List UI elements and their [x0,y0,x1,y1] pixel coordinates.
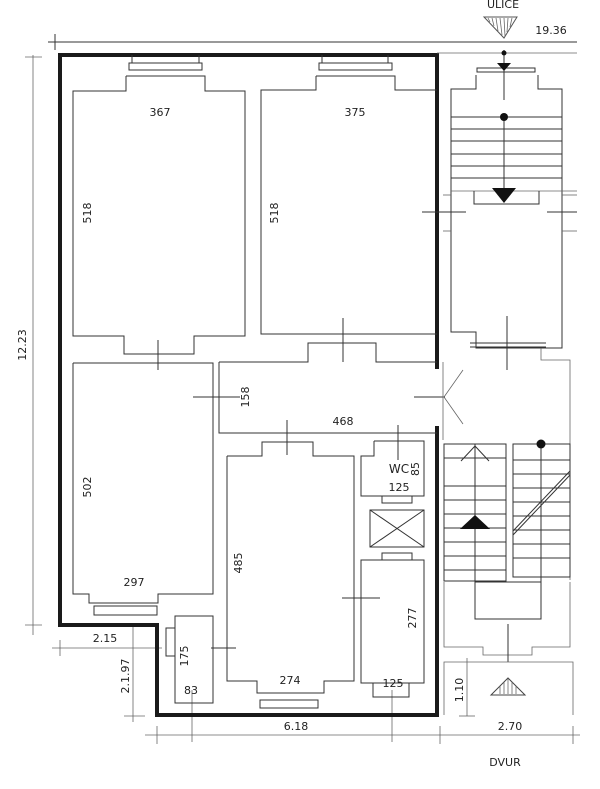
hall-depth-label: 158 [239,387,252,408]
stair-arrow-down-icon [497,63,511,71]
rooms [72,50,577,715]
stair-arrow-up-icon [460,515,490,529]
street-entrance-arrow-icon [482,16,518,39]
stair-arrow-down-icon [492,188,516,203]
room4-width-label: 274 [280,674,301,687]
room2-width-label: 375 [345,106,366,119]
room2-depth-label: 518 [268,203,281,224]
stair-start-dot-icon [536,439,546,449]
dim-270-label: 2.70 [498,720,523,733]
wc-width-label: 125 [389,481,410,494]
wc-label: WC [389,462,409,476]
courtyard-label: DVUR [489,756,521,769]
small-room-depth-label: 175 [178,646,191,667]
room3-width-label: 297 [124,576,145,589]
room1-width-label: 367 [150,106,171,119]
dim-618-label: 6.18 [284,720,309,733]
room4-depth-label: 485 [232,553,245,574]
street-label: ULICE [487,0,519,11]
small-room-width-label: 83 [184,684,198,697]
elevator-icon [369,509,425,548]
dim-197-label: 2.1.97 [119,659,132,694]
room1-depth-label: 518 [81,203,94,224]
courtyard-entrance-arrow-icon [489,677,527,696]
dim-110-label: 1.10 [453,678,466,703]
dim-215-label: 2.15 [93,632,118,645]
labels: ULICE 19.36 12.23 367 518 375 518 158 46… [16,0,567,769]
hall-width-label: 468 [333,415,354,428]
stair-start-dot-icon [500,113,508,121]
outer-wall [58,53,439,717]
room3-depth-label: 502 [81,477,94,498]
room5-width-label: 125 [383,677,404,690]
total-depth-label: 12.23 [16,329,29,361]
total-width-label: 19.36 [535,24,567,37]
room5-depth-label: 277 [406,608,419,629]
wc-depth-label: 85 [409,462,422,476]
